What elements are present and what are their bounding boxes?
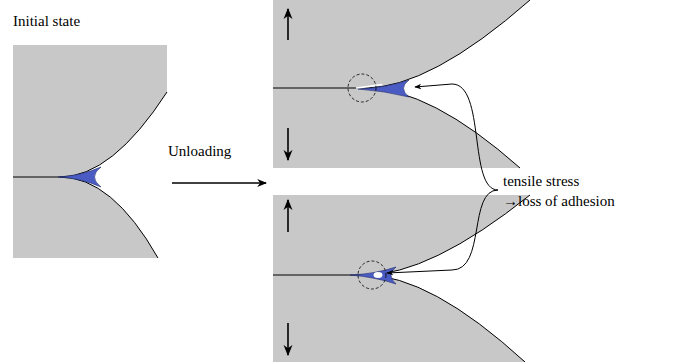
- figure-label: Unloading: [168, 142, 231, 162]
- surface-line: [60, 177, 158, 258]
- upper-body: [273, 195, 530, 275]
- force-arrow: [287, 200, 289, 232]
- liquid-meniscus: [350, 267, 396, 284]
- surface-line: [365, 0, 530, 88]
- contact-line: [273, 88, 365, 89]
- detail-circle: [348, 74, 376, 102]
- figure-label: tensile stress →loss of adhesion: [503, 172, 615, 211]
- force-arrow: [287, 9, 289, 40]
- force-arrow: [287, 323, 289, 355]
- leader-line: [415, 84, 498, 190]
- upper-body: [13, 45, 167, 177]
- lower-body: [273, 275, 525, 362]
- surface-line: [60, 92, 167, 177]
- contact-line: [13, 177, 60, 178]
- detail-circle: [358, 261, 386, 289]
- process-arrow: [172, 182, 266, 183]
- surface-line: [365, 88, 520, 168]
- figure-label: Initial state: [13, 12, 80, 32]
- liquid-meniscus: [358, 80, 409, 97]
- lower-body: [273, 88, 520, 168]
- upper-body: [273, 0, 530, 88]
- adhesion-gap: [356, 85, 382, 89]
- force-arrow: [287, 128, 289, 160]
- cavity: [374, 272, 383, 278]
- surface-line: [365, 275, 525, 362]
- leader-line: [387, 190, 498, 273]
- liquid-meniscus: [58, 167, 101, 187]
- lower-body: [13, 177, 158, 258]
